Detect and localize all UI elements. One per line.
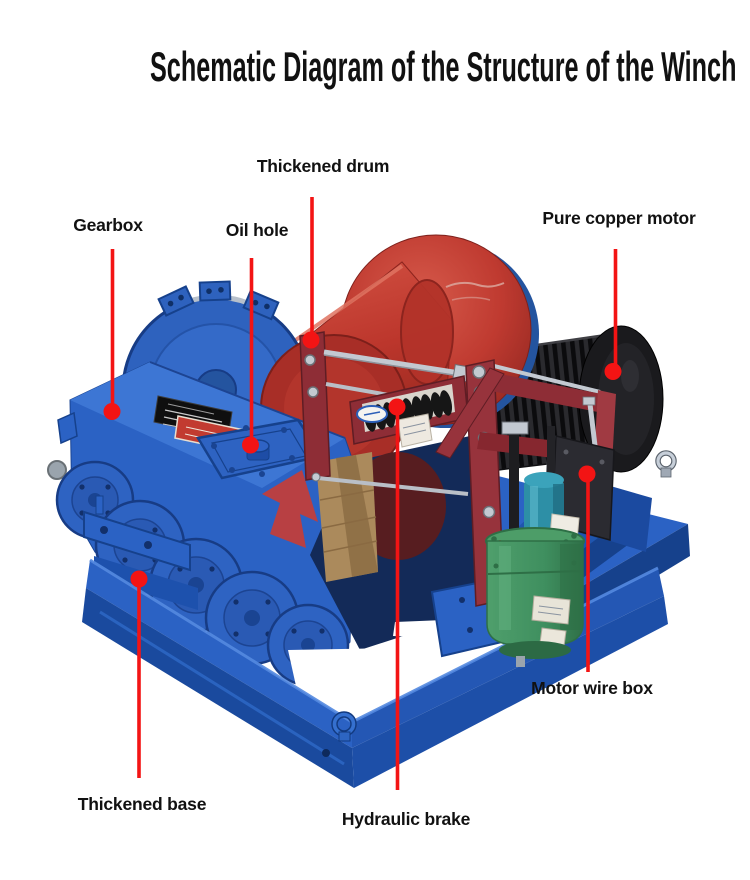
callout-dot-oil-hole <box>242 436 259 454</box>
hydraulic-thruster <box>485 421 585 667</box>
callout-dot-motor-wire-box <box>578 465 596 483</box>
eyebolt-right-icon <box>655 450 677 478</box>
label-gearbox: Gearbox <box>73 215 143 235</box>
callout-dot-thickened-drum <box>302 331 320 349</box>
label-hydraulic-brake: Hydraulic brake <box>341 809 471 829</box>
callout-markers <box>103 197 622 790</box>
label-pure-copper-motor: Pure copper motor <box>542 208 696 228</box>
red-arrow-sticker <box>262 470 318 548</box>
eyebolt-front-icon <box>331 711 357 742</box>
label-thickened-base: Thickened base <box>77 794 207 814</box>
callout-dot-hydraulic-brake <box>388 398 406 416</box>
label-thickened-drum: Thickened drum <box>256 156 390 176</box>
label-oil-hole: Oil hole <box>225 220 289 240</box>
callout-dot-pure-copper-motor <box>604 363 622 380</box>
callout-dot-thickened-base <box>130 570 148 588</box>
callout-dot-gearbox <box>103 403 121 420</box>
label-motor-wire-box: Motor wire box <box>531 678 653 698</box>
